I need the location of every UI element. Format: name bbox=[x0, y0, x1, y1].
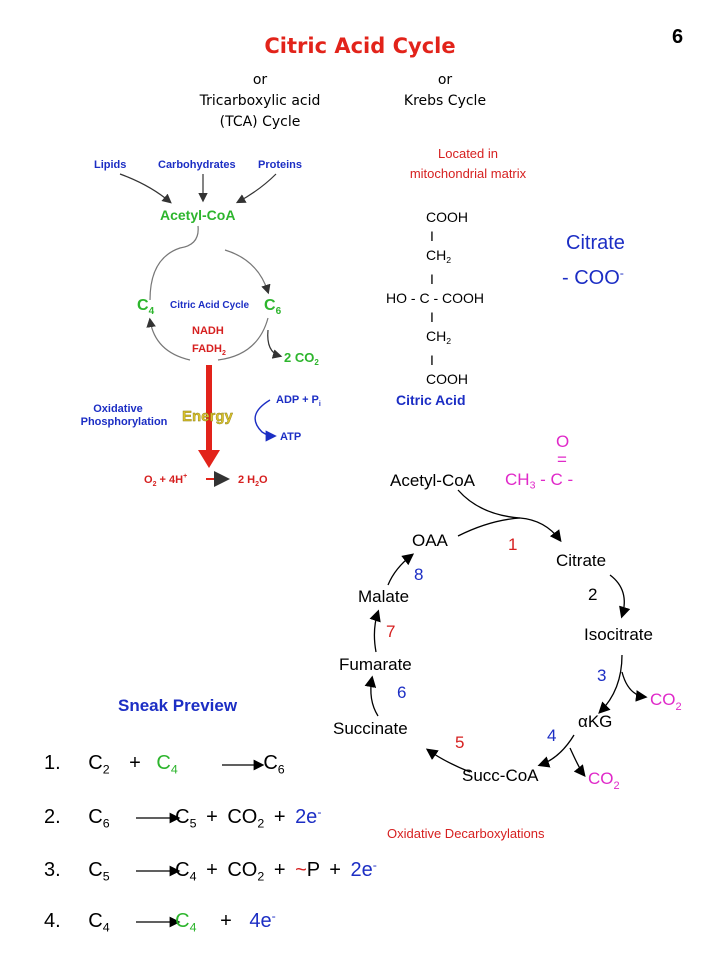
arrow-akg-succcoa bbox=[537, 734, 575, 768]
isocitrate-node: Isocitrate bbox=[584, 625, 653, 644]
cooh-bottom: COOH bbox=[426, 371, 468, 388]
eq3-num: 3. bbox=[44, 858, 61, 881]
arrow-oaa-join bbox=[457, 517, 521, 537]
location-line1: Located in bbox=[438, 146, 498, 161]
step-8: 8 bbox=[414, 565, 423, 584]
cycle-arc-top bbox=[149, 225, 268, 300]
arrow-succinate-fumarate bbox=[364, 675, 379, 717]
eq2-num: 2. bbox=[44, 805, 61, 828]
adp-label: ADP + Pi bbox=[276, 394, 321, 408]
tca-line2: (TCA) Cycle bbox=[219, 114, 301, 130]
malate-node: Malate bbox=[358, 587, 409, 606]
step-2: 2 bbox=[588, 585, 597, 604]
energy-label: Energy bbox=[182, 408, 234, 425]
or-left: or bbox=[252, 72, 268, 88]
co2-output-1: CO2 bbox=[650, 690, 682, 713]
equation-3: 3. C5 C4 + CO2 + ~P + 2e- bbox=[44, 858, 377, 884]
arrow-co2-1 bbox=[621, 671, 648, 702]
page-number: 6 bbox=[672, 26, 684, 48]
step-5: 5 bbox=[455, 733, 464, 752]
acetyl-coa-node: Acetyl-CoA bbox=[390, 471, 476, 490]
atp-arrow bbox=[254, 399, 277, 442]
decarboxylation-note: Oxidative Decarboxylations bbox=[387, 826, 545, 841]
krebs-label: Krebs Cycle bbox=[403, 93, 487, 109]
water-label: 2 H2O bbox=[238, 474, 268, 488]
co2-arrow bbox=[267, 329, 283, 359]
arrow-fumarate-malate bbox=[369, 609, 381, 653]
co2-release-label: 2 CO2 bbox=[284, 350, 319, 367]
oxphos-label-2: Phosphorylation bbox=[81, 416, 168, 428]
arrow-co2-2 bbox=[569, 747, 586, 778]
fadh-label: FADH2 bbox=[192, 343, 226, 357]
energy-arrow-shaft bbox=[206, 365, 212, 453]
bond-4: I bbox=[430, 352, 434, 369]
step-4: 4 bbox=[547, 726, 556, 745]
proteins-label: Proteins bbox=[258, 159, 302, 171]
lipids-arrow bbox=[119, 173, 172, 204]
lipids-label: Lipids bbox=[94, 159, 126, 171]
tca-line1: Tricarboxylic acid bbox=[199, 93, 321, 109]
acetyl-coa-label: Acetyl-CoA bbox=[160, 207, 235, 223]
cooh-top: COOH bbox=[426, 209, 468, 225]
fumarate-node: Fumarate bbox=[339, 655, 412, 674]
cycle-label: Citric Acid Cycle bbox=[170, 300, 250, 311]
tca-name: or Tricarboxylic acid (TCA) Cycle bbox=[160, 70, 360, 133]
central-carbon: HO - C - COOH bbox=[386, 290, 484, 307]
eq1-num: 1. bbox=[44, 752, 61, 774]
co2-output-2: CO2 bbox=[588, 769, 620, 792]
bond-3: I bbox=[430, 309, 434, 326]
bond-2: I bbox=[430, 271, 434, 288]
carbohydrates-label: Carbohydrates bbox=[158, 159, 236, 171]
citrate-label: Citrate bbox=[566, 232, 625, 254]
citrate-node: Citrate bbox=[556, 551, 606, 570]
equation-2: 2. C6 C5 + CO2 + 2e- bbox=[44, 805, 322, 831]
page-title: Citric Acid Cycle bbox=[264, 34, 456, 58]
arrow-acetyl-to-citrate bbox=[457, 489, 562, 543]
citrate-group: - COO- bbox=[562, 266, 624, 289]
oaa-node: OAA bbox=[412, 531, 449, 550]
step-6: 6 bbox=[397, 683, 406, 702]
proteins-arrow bbox=[235, 173, 277, 204]
acetyl-o: O bbox=[556, 432, 570, 451]
step-7: 7 bbox=[386, 622, 395, 641]
acetyl-group: CH3 - C - bbox=[505, 470, 574, 492]
nadh-label: NADH bbox=[192, 325, 224, 337]
succ-coa-node: Succ-CoA bbox=[462, 766, 539, 785]
arrow-succcoa-succinate bbox=[425, 748, 471, 773]
equation-4: 4. C4 C4 + 4e- bbox=[44, 909, 276, 935]
equation-1: 1. C2 + C4 C6 bbox=[44, 752, 285, 777]
citric-acid-label: Citric Acid bbox=[396, 392, 466, 408]
arrow-citrate-isocitrate bbox=[609, 574, 631, 619]
cycle-arc-bottom bbox=[150, 318, 269, 361]
ch2-top: CH2 bbox=[426, 247, 452, 266]
oxphos-label-1: Oxidative bbox=[93, 403, 143, 415]
or-right: or bbox=[437, 72, 453, 88]
acetyl-double-bond: = bbox=[557, 450, 567, 469]
ch2-bottom: CH2 bbox=[426, 328, 452, 347]
krebs-name: or Krebs Cycle bbox=[375, 70, 515, 112]
energy-arrow-head bbox=[198, 450, 220, 468]
arrow-isocitrate-akg bbox=[598, 654, 623, 714]
eq4-num: 4. bbox=[44, 909, 61, 932]
atp-label: ATP bbox=[280, 431, 301, 443]
c4-label: C4 bbox=[137, 297, 155, 317]
step-3: 3 bbox=[597, 666, 606, 685]
oxygen-label: O2 + 4H+ bbox=[144, 473, 187, 488]
sneak-preview-title: Sneak Preview bbox=[118, 696, 238, 715]
step-1: 1 bbox=[508, 535, 517, 554]
c6-label: C6 bbox=[264, 297, 282, 317]
location-line2: mitochondrial matrix bbox=[409, 166, 527, 181]
akg-node: αKG bbox=[578, 712, 612, 731]
location-note: Located in mitochondrial matrix bbox=[368, 144, 568, 184]
citric-acid-structure: COOH I CH2 I HO - C - COOH I CH2 I COOH bbox=[386, 208, 484, 389]
arrow-malate-oaa bbox=[387, 553, 415, 586]
succinate-node: Succinate bbox=[333, 719, 408, 738]
bond-1: I bbox=[430, 228, 434, 244]
